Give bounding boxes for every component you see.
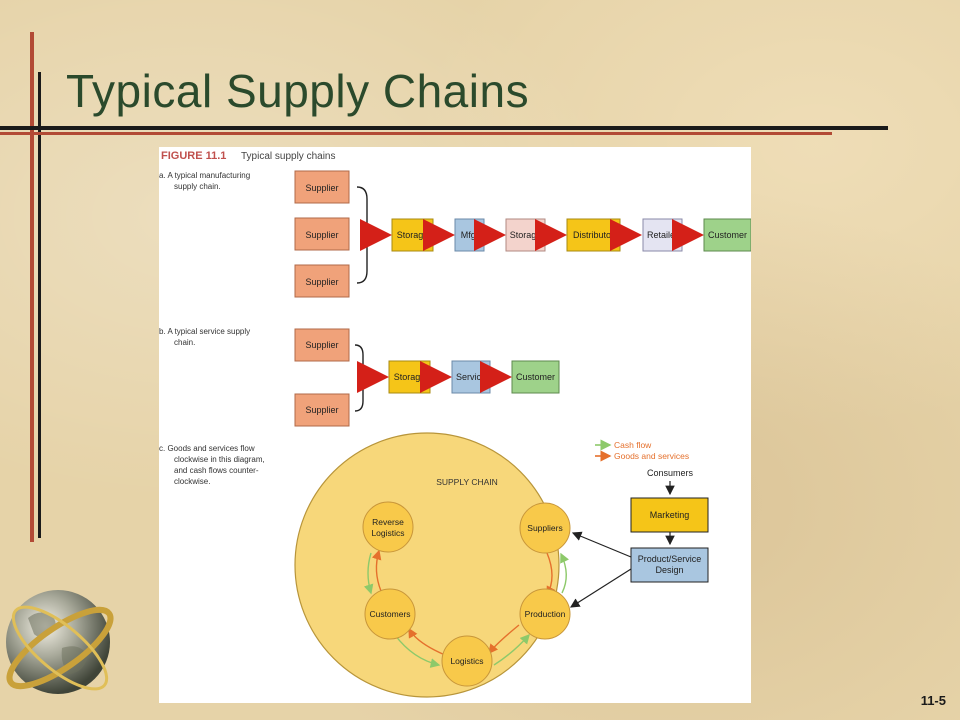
vertical-accent-line-dark <box>38 72 41 538</box>
part-a-supplier-2: Supplier <box>294 217 350 251</box>
node-logistics: Logistics <box>441 635 493 687</box>
svg-text:Customer: Customer <box>516 372 555 382</box>
svg-text:Storage: Storage <box>510 230 542 240</box>
title-underline-red <box>0 132 832 135</box>
svg-text:Supplier: Supplier <box>305 183 338 193</box>
flow-cash-logistics-to-production <box>493 633 530 666</box>
part-a-supplier-1: Supplier <box>294 170 350 204</box>
svg-text:Reverse: Reverse <box>372 517 404 527</box>
node-suppliers: Suppliers <box>519 502 571 554</box>
figure-label: FIGURE 11.1 <box>161 150 226 162</box>
globe-icon <box>6 590 114 694</box>
slide-title: Typical Supply Chains <box>66 65 530 117</box>
legend-goods-and-services: Goods and services <box>595 450 689 462</box>
part-b-caption-line-2: chain. <box>174 338 195 347</box>
marketing-box: Marketing <box>630 497 709 533</box>
part-a-supplier-brace <box>356 186 374 284</box>
part-b-stage-customer: Customer <box>511 360 560 394</box>
svg-text:Customers: Customers <box>369 609 410 619</box>
slide-page-number: 11-5 <box>920 693 946 708</box>
svg-text:Retailer: Retailer <box>647 230 678 240</box>
svg-text:Production: Production <box>525 609 566 619</box>
svg-text:Supplier: Supplier <box>305 230 338 240</box>
supply-chain-figure: FIGURE 11.1 Typical supply chains a. A t… <box>159 147 751 703</box>
svg-text:Supplier: Supplier <box>305 277 338 287</box>
part-b-supplier-brace <box>354 344 370 412</box>
figure-caption: Typical supply chains <box>241 151 336 162</box>
svg-text:Service: Service <box>456 372 486 382</box>
part-b-supplier-1: Supplier <box>294 328 350 362</box>
svg-text:Cash flow: Cash flow <box>614 440 652 450</box>
supply-chain-circle <box>294 432 560 698</box>
part-a-stage-customer: Customer <box>703 218 751 252</box>
part-c-caption-line-1: c. Goods and services flow <box>159 444 255 453</box>
svg-text:Logistics: Logistics <box>450 656 483 666</box>
legend-cash-flow: Cash flow <box>595 439 652 451</box>
svg-text:Suppliers: Suppliers <box>527 523 562 533</box>
part-a-supplier-3: Supplier <box>294 264 350 298</box>
svg-text:Storage: Storage <box>394 372 426 382</box>
flow-cash-customers-to-logistics <box>394 634 441 668</box>
svg-text:Supplier: Supplier <box>305 405 338 415</box>
part-a-caption-line-1: a. A typical manufacturing <box>159 171 250 180</box>
svg-text:Supplier: Supplier <box>305 340 338 350</box>
part-a-stage-distributor: Distributor <box>566 218 621 252</box>
node-customers: Customers <box>364 588 416 640</box>
part-a-stage-storage: Storage <box>391 218 434 252</box>
svg-text:Design: Design <box>655 565 683 575</box>
svg-text:Distributor: Distributor <box>573 230 614 240</box>
part-c-caption-line-2: clockwise in this diagram, <box>174 455 265 464</box>
part-b-caption-line-1: b. A typical service supply <box>159 327 250 336</box>
title-underline-dark <box>0 126 888 130</box>
consumers-label: Consumers <box>647 468 694 478</box>
product-service-design-box: Product/Service Design <box>630 547 709 583</box>
svg-text:Customer: Customer <box>708 230 747 240</box>
flow-cash-production-to-suppliers <box>560 552 570 594</box>
supply-chain-circle-title: SUPPLY CHAIN <box>436 477 498 487</box>
part-b-stage-storage: Storage <box>388 360 431 394</box>
part-b-stage-service: Service <box>451 360 491 394</box>
svg-text:Storage: Storage <box>397 230 429 240</box>
flow-goods-logistics-to-customers <box>408 627 446 656</box>
svg-text:Marketing: Marketing <box>650 510 690 520</box>
flow-goods-customers-to-reverse-logistics <box>371 549 382 592</box>
part-a-caption-line-2: supply chain. <box>174 182 221 191</box>
svg-text:Logistics: Logistics <box>371 528 404 538</box>
part-c-caption-line-3: and cash flows counter- <box>174 466 259 475</box>
arrow-design-to-suppliers <box>571 531 632 558</box>
node-reverse-logistics: Reverse Logistics <box>362 501 414 553</box>
node-production: Production <box>519 588 571 640</box>
part-a-stage-mfg: Mfg. <box>454 218 485 252</box>
arrow-design-to-production <box>569 568 632 608</box>
svg-text:Goods and services: Goods and services <box>614 451 689 461</box>
vertical-accent-line-red <box>30 32 34 542</box>
part-a-stage-retailer: Retailer <box>642 218 683 252</box>
part-c-caption-line-4: clockwise. <box>174 477 210 486</box>
svg-text:Mfg.: Mfg. <box>461 230 479 240</box>
part-a-stage-storage-2: Storage <box>505 218 546 252</box>
svg-text:Product/Service: Product/Service <box>638 554 702 564</box>
part-b-supplier-2: Supplier <box>294 393 350 427</box>
flow-cash-reverse-logistics-to-customers <box>363 552 374 595</box>
